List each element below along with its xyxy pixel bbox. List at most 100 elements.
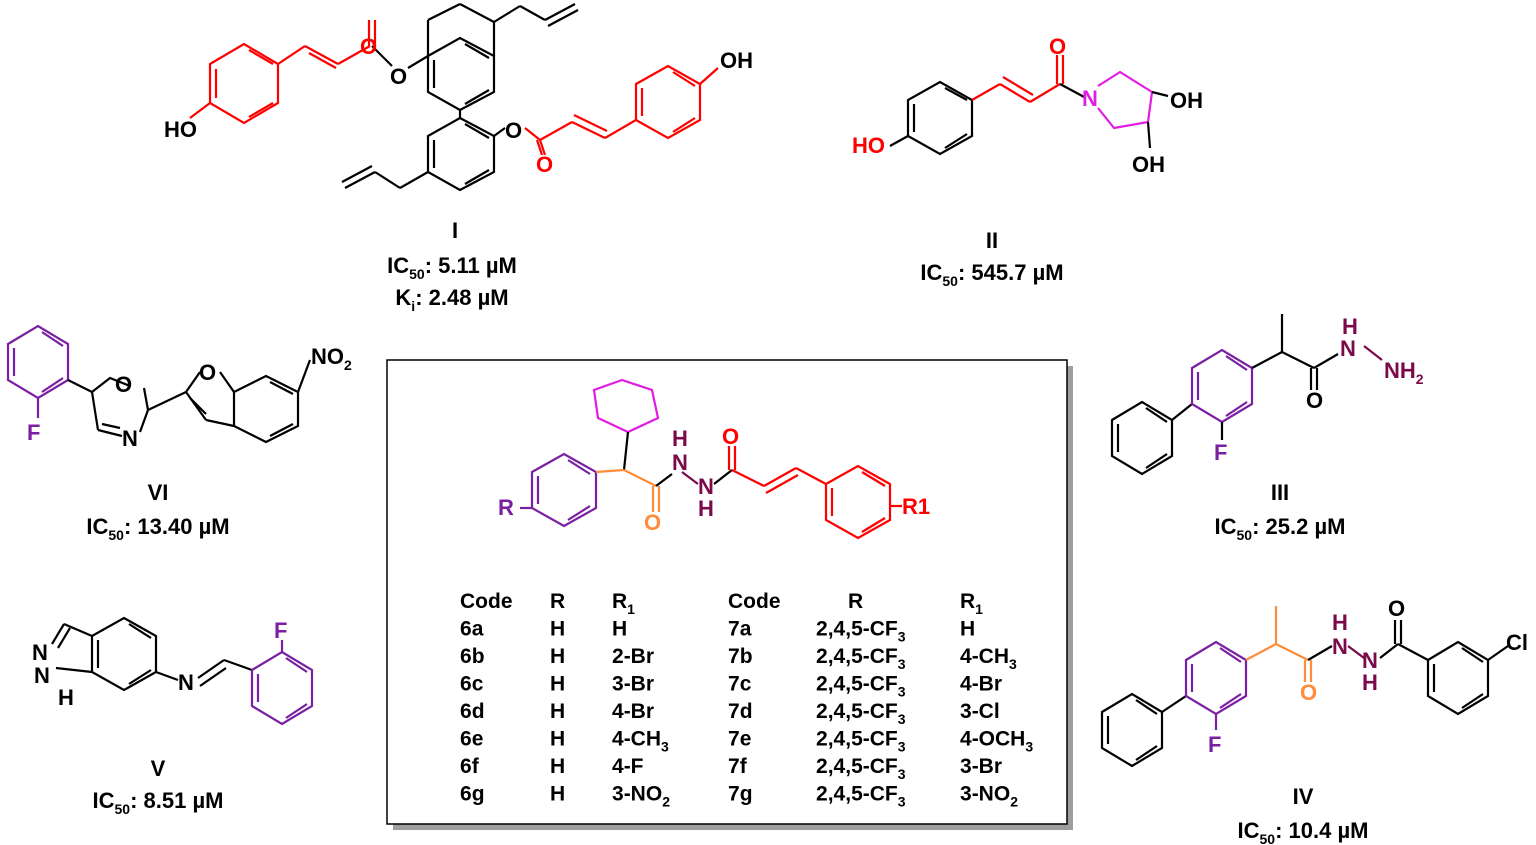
table-cell-right-r6-c1: 2,4,5-CF3 [816, 783, 906, 810]
table-cell-left-r2-c2: 3-Br [612, 673, 654, 696]
table-header-right-2: R1 [960, 590, 983, 617]
general-structure-box [386, 359, 1068, 825]
compound-IV-structure [1100, 606, 1509, 768]
table-cell-right-r2-c2: 4-Br [960, 673, 1002, 696]
compound-III-label: III [1271, 480, 1289, 505]
table-cell-right-r2-c0: 7c [728, 673, 752, 696]
compound-V-f: F [274, 618, 287, 643]
general-carbonyl-o-2: O [722, 424, 739, 449]
general-r-substituent: R [498, 495, 514, 520]
compound-III-carbonyl-o: O [1306, 388, 1323, 413]
table-cell-right-r2-c1: 2,4,5-CF3 [816, 673, 906, 700]
table-cell-right-r1-c1: 2,4,5-CF3 [816, 645, 906, 672]
compound-IV-nh-2-h: H [1362, 670, 1378, 695]
general-nh-1-n: N [672, 450, 688, 475]
compound-I-ester-o-1: O [390, 64, 407, 89]
table-cell-left-r1-c2: 2-Br [612, 645, 654, 668]
table-cell-left-r4-c0: 6e [460, 728, 483, 751]
compound-II-n: N [1082, 86, 1098, 111]
table-cell-right-r1-c2: 4-CH3 [960, 645, 1017, 672]
compound-IV-f: F [1208, 732, 1221, 757]
compound-III-structure [1110, 314, 1383, 476]
compound-VI-oxazole-n: N [122, 426, 138, 451]
table-cell-left-r1-c1: H [550, 645, 565, 668]
table-cell-left-r0-c2: H [612, 618, 627, 641]
table-cell-left-r4-c2: 4-CH3 [612, 728, 669, 755]
table-cell-right-r4-c1: 2,4,5-CF3 [816, 728, 906, 755]
compound-IV-carbonyl-o-2: O [1388, 596, 1405, 621]
general-structure [520, 378, 902, 540]
compound-II-carbonyl-o: O [1049, 34, 1066, 59]
compound-VI-no2: NO2 [311, 344, 352, 373]
compound-I-carbonyl-o-1: O [360, 34, 377, 59]
general-carbonyl-o-1: O [644, 510, 661, 535]
table-header-right-0: Code [728, 590, 781, 613]
table-cell-right-r6-c0: 7g [728, 783, 753, 806]
table-cell-left-r6-c1: H [550, 783, 565, 806]
compound-II-label: II [986, 228, 998, 253]
table-cell-right-r0-c2: H [960, 618, 975, 641]
table-cell-left-r6-c2: 3-NO2 [612, 783, 670, 810]
table-cell-right-r6-c2: 3-NO2 [960, 783, 1018, 810]
compound-III-nh-h: H [1342, 314, 1358, 339]
compound-IV-nh-1-n: N [1332, 634, 1348, 659]
compound-II-ic50: IC50: 545.7 µM [920, 260, 1063, 289]
table-header-left-1: R [550, 590, 565, 613]
table-cell-left-r5-c2: 4-F [612, 755, 644, 778]
table-cell-left-r2-c0: 6c [460, 673, 484, 696]
compound-V-nh-h: H [58, 685, 74, 710]
table-cell-left-r3-c0: 6d [460, 700, 485, 723]
table-cell-right-r3-c1: 2,4,5-CF3 [816, 700, 906, 727]
general-nh-2-n: N [698, 474, 714, 499]
compound-I-ho-left: HO [164, 117, 197, 142]
table-cell-left-r4-c1: H [550, 728, 565, 751]
compound-IV-nh-2-n: N [1362, 648, 1378, 673]
compound-V-label: V [151, 756, 166, 781]
compound-IV-carbonyl-o-1: O [1300, 680, 1317, 705]
compound-III-nh-n: N [1340, 336, 1356, 361]
compound-I-ic50: IC50: 5.11 µM [387, 253, 517, 282]
table-cell-left-r3-c2: 4-Br [612, 700, 654, 723]
table-cell-right-r3-c2: 3-Cl [960, 700, 1000, 723]
compound-V-nh-n: N [34, 663, 50, 688]
table-cell-right-r5-c1: 2,4,5-CF3 [816, 755, 906, 782]
table-header-right-1: R [848, 590, 863, 613]
table-cell-right-r3-c0: 7d [728, 700, 753, 723]
compound-III-f: F [1214, 440, 1227, 465]
compound-VI-oxazole-o: O [115, 372, 132, 397]
table-cell-left-r6-c0: 6g [460, 783, 485, 806]
table-header-left-0: Code [460, 590, 513, 613]
compound-II-structure [889, 55, 1169, 156]
table-cell-left-r3-c1: H [550, 700, 565, 723]
table-cell-right-r0-c1: 2,4,5-CF3 [816, 618, 906, 645]
general-r1-substituent: R1 [902, 494, 930, 519]
table-cell-right-r5-c0: 7f [728, 755, 748, 778]
compound-I-oh-right: OH [720, 48, 753, 73]
table-cell-left-r0-c1: H [550, 618, 565, 641]
compound-III-nh2: NH2 [1384, 358, 1424, 387]
compound-VI-label: VI [148, 480, 169, 505]
general-nh-2-h: H [698, 496, 714, 521]
table-cell-left-r0-c0: 6a [460, 618, 484, 641]
table-cell-left-r1-c0: 6b [460, 645, 485, 668]
compound-V-ic50: IC50: 8.51 µM [93, 788, 224, 817]
table-cell-left-r5-c0: 6f [460, 755, 480, 778]
compound-VI-structure [6, 324, 312, 444]
compound-VI-furan-o: O [199, 360, 216, 385]
compound-IV-nh-1-h: H [1332, 610, 1348, 635]
general-nh-1-h: H [672, 426, 688, 451]
table-header-left-2: R1 [612, 590, 635, 617]
compound-II-oh-1: OH [1170, 88, 1203, 113]
compound-VI-f: F [27, 420, 40, 445]
table-cell-right-r1-c0: 7b [728, 645, 753, 668]
table-cell-left-r5-c1: H [550, 755, 565, 778]
compound-VI-ic50: IC50: 13.40 µM [86, 514, 229, 543]
table-cell-right-r4-c0: 7e [728, 728, 751, 751]
compound-IV-ic50: IC50: 10.4 µM [1238, 818, 1369, 845]
compound-I-carbonyl-o-2: O [536, 152, 553, 177]
compound-I-label: I [452, 218, 458, 243]
compound-V-imine-n: N [178, 670, 194, 695]
compound-III-ic50: IC50: 25.2 µM [1215, 514, 1346, 543]
